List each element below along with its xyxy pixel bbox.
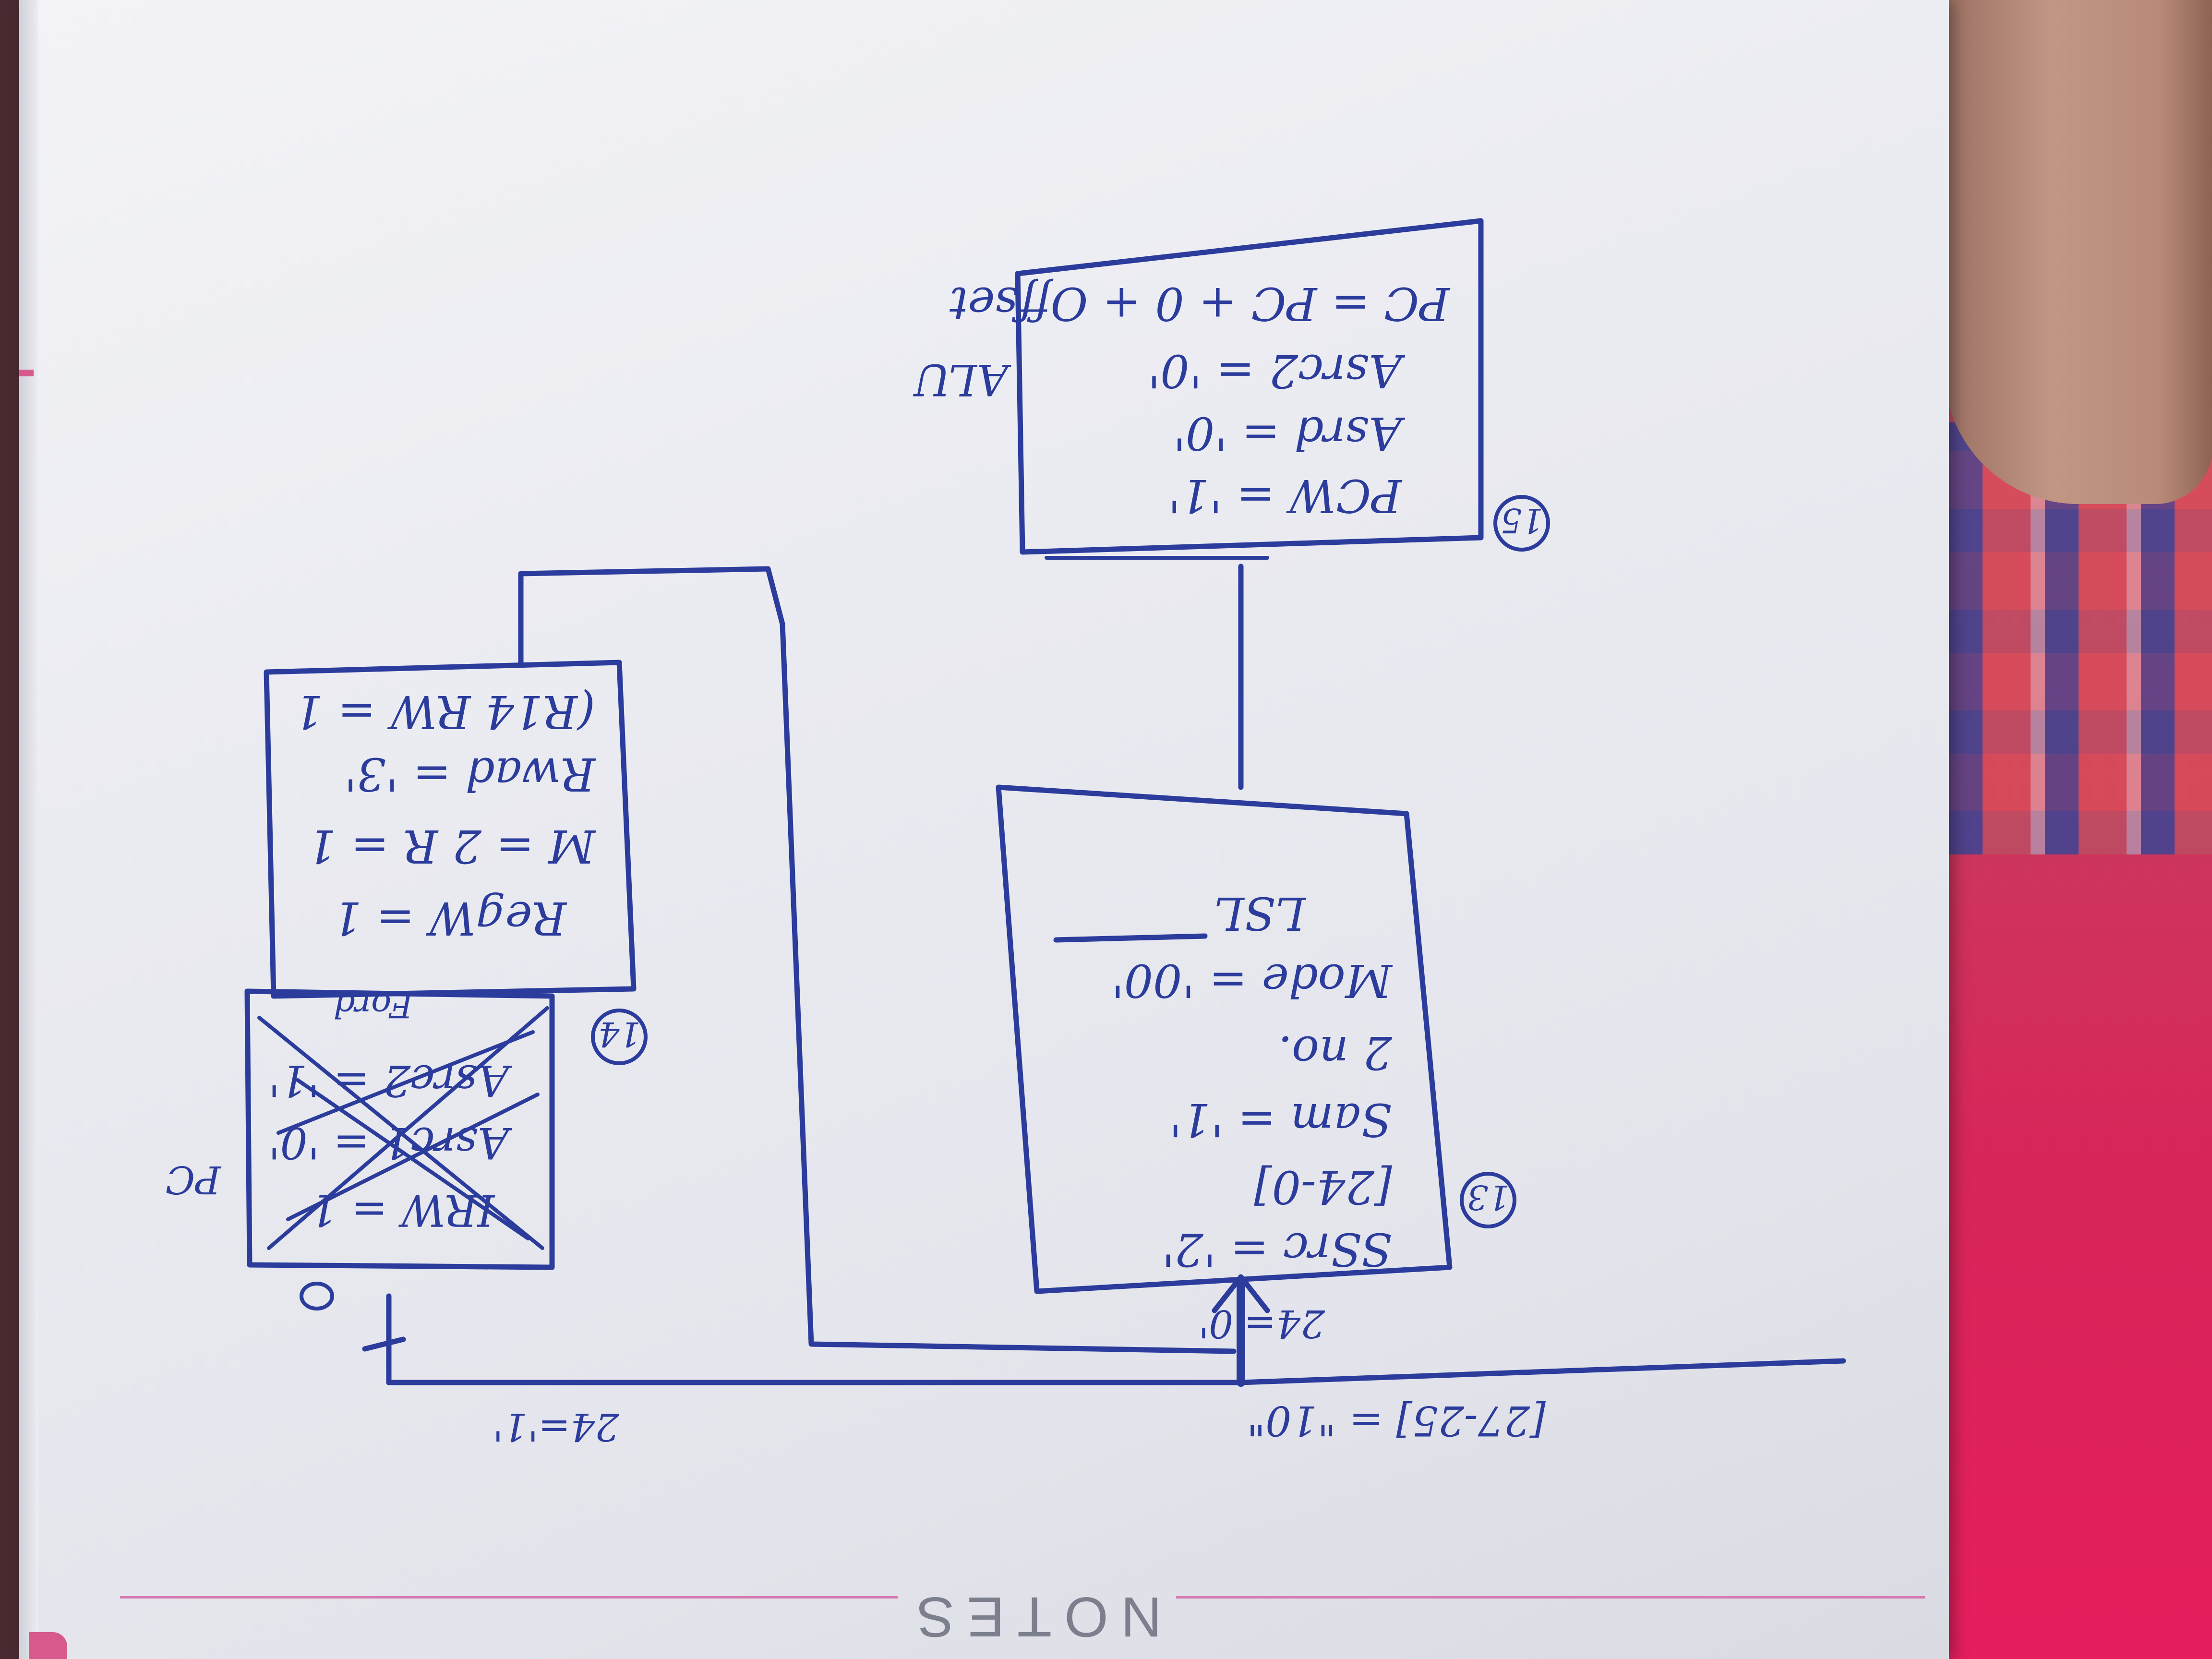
crossed-out-fetch-box: IRW = 1 Asrc1 = '0' Asrc2 = '1' Ford PC [166, 986, 555, 1310]
page-left-edge [19, 0, 38, 1659]
alu-line-3: Asrc2 = '0' [1148, 344, 1406, 397]
alu-line-4: PC = PC + 0 + Offset [949, 277, 1451, 330]
shift-line-5: Mode = '00' [1111, 954, 1393, 1007]
regwrite-line-3: Rwad = '3' [344, 747, 596, 800]
page-margin-mark [19, 370, 34, 376]
dispatch-line [386, 1358, 1846, 1385]
alu-side-label: ALU [913, 354, 1011, 405]
regwrite-line-4: (R14 RW = 1 [294, 685, 595, 738]
alu-line-2: Asrd = '0' [1173, 407, 1406, 459]
fetch-side-label: PC [166, 1157, 222, 1202]
cross-line-2 [267, 1006, 549, 1250]
left-connector-tick [362, 1336, 406, 1352]
regwrite-step-label: 14 [598, 1014, 641, 1054]
fetch-line-4: Ford [334, 986, 414, 1025]
alu-state-box: PCW = '1' Asrd = '0' Asrc2 = '0' PC = PC… [913, 218, 1550, 560]
footer-rule-left [120, 1596, 898, 1599]
cross-line-3 [276, 1030, 535, 1135]
shift-state-box: SSrc = '2' [24-0] Sam = '1' 2 no. Mode =… [996, 784, 1516, 1294]
regwrite-step-circle [591, 1009, 648, 1065]
regwrite-line-2: M = 2 R = 1 [307, 819, 596, 872]
hand-holding-paper [1944, 0, 2212, 504]
branch-right-label: 24='0' [1198, 1301, 1325, 1346]
loop-line [518, 566, 1237, 1354]
fetch-line-3: Asrc2 = '1' [268, 1055, 512, 1106]
alu-step-circle [1493, 495, 1550, 552]
regwrite-line-1: RegW = 1 [333, 891, 567, 944]
fetch-loop-mark [300, 1282, 334, 1310]
shift-line-4: 2 no. [1278, 1026, 1393, 1079]
alu-step-label: 15 [1501, 501, 1543, 540]
shift-line-6: LSL [1214, 887, 1307, 939]
mode-strikeout [1053, 933, 1208, 943]
shift-step-label: 13 [1467, 1178, 1510, 1217]
cross-line-4 [286, 1093, 540, 1221]
shift-line-3: Sam = '1' [1169, 1093, 1392, 1146]
shift-line-1: SSrc = '2' [1162, 1223, 1392, 1275]
shift-line-2: [24-0] [1254, 1160, 1392, 1213]
register-write-box: RegW = 1 M = 2 R = 1 Rwad = '3' (R14 RW … [264, 660, 648, 1065]
page-corner-mark [29, 1632, 67, 1659]
arrow-into-shift-box [1212, 1274, 1270, 1387]
alu-line-1: PCW = '1' [1168, 469, 1403, 522]
cross-line-5 [296, 1078, 530, 1240]
opcode-label: [27-25] = "10" [1247, 1396, 1546, 1444]
shift-step-circle [1460, 1172, 1516, 1228]
branch-left-label: 24='1' [493, 1405, 620, 1449]
footer-rule-right [1176, 1596, 1925, 1599]
